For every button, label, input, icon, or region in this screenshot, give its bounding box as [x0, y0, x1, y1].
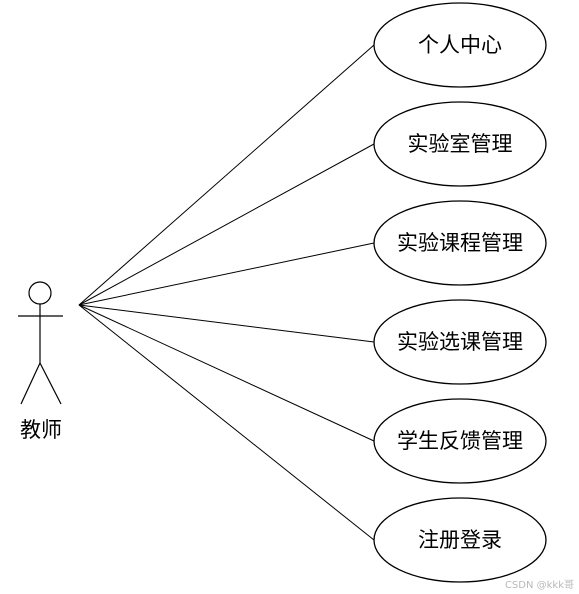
use-case-ellipse — [373, 299, 547, 385]
actor-teacher: 教师 — [18, 281, 63, 442]
use-case-lab-course-selection-management: 实验选课管理 — [373, 299, 547, 385]
association-line — [78, 304, 375, 442]
actor-left-leg — [20, 362, 41, 405]
actor-head — [28, 281, 52, 305]
use-case-personal-center: 个人中心 — [373, 2, 547, 88]
association-line — [78, 242, 375, 306]
use-case-ellipse — [373, 200, 547, 286]
use-case-student-feedback-management: 学生反馈管理 — [373, 398, 547, 484]
associations — [78, 44, 375, 541]
use-case-label: 实验室管理 — [408, 132, 513, 156]
actor-right-leg — [39, 362, 62, 405]
association-line — [78, 143, 375, 306]
association-line — [78, 44, 375, 306]
use-case-label: 注册登录 — [418, 528, 502, 552]
use-case-lab-course-management: 实验课程管理 — [373, 200, 547, 286]
use-case-ellipse — [373, 2, 547, 88]
use-case-label: 个人中心 — [418, 33, 502, 57]
use-case-label: 实验课程管理 — [397, 231, 523, 255]
use-case-ellipse — [373, 101, 547, 187]
use-case-ellipse — [373, 398, 547, 484]
use-case-ellipse — [373, 497, 547, 583]
actor-label: 教师 — [20, 418, 62, 442]
use-case-label: 学生反馈管理 — [397, 429, 523, 453]
use-case-lab-management: 实验室管理 — [373, 101, 547, 187]
use-case-label: 实验选课管理 — [397, 330, 523, 354]
watermark-text: CSDN @kkk哥 — [505, 579, 574, 591]
use-case-register-login: 注册登录 — [373, 497, 547, 583]
association-line — [78, 304, 375, 343]
association-line — [78, 304, 375, 541]
